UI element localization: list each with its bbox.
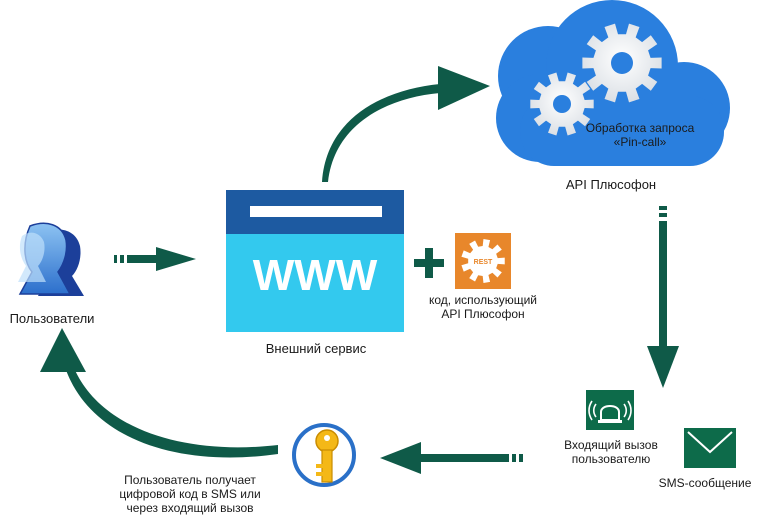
arrow-cloud-to-incoming [647, 206, 679, 388]
code-label: код, использующий API Плюсофон [408, 293, 558, 321]
cloud-gear-small-icon-hole [553, 95, 571, 113]
cloud-gear-small-icon [530, 72, 594, 136]
users-label: Пользователи [9, 311, 95, 326]
browser-icon: WWW [226, 190, 404, 332]
external-service-label: Внешний сервис [265, 341, 367, 356]
plus-icon [414, 248, 444, 278]
rest-gear-shape [461, 239, 505, 283]
www-text: WWW [253, 251, 378, 300]
incoming-call-label-line-2: пользователю [571, 452, 651, 466]
cloud-gear-large-icon [582, 23, 662, 103]
arrow-incoming-to-key [380, 442, 523, 474]
rest-text: REST [474, 259, 493, 266]
cloud-label-line-1: Обработка запроса [585, 121, 695, 135]
arrow-users-to-service [114, 247, 196, 271]
incoming-call-label: Входящий вызов пользователю [548, 438, 674, 466]
incoming-call-label-line-1: Входящий вызов [564, 438, 658, 452]
code-label-line-1: код, использующий [429, 293, 537, 307]
rest-gear-icon: REST [455, 233, 511, 289]
sms-envelope-icon [684, 428, 736, 468]
code-label-line-2: API Плюсофон [441, 307, 525, 321]
sms-label: SMS-сообщение [658, 476, 752, 490]
receive-code-label-line-3: через входящий вызов [126, 501, 254, 515]
incoming-call-icon [586, 390, 634, 430]
cloud-gear-large-icon-hole [611, 52, 633, 74]
receive-code-label-line-1: Пользователь получает [124, 473, 256, 487]
rest-gear-shape-hole [473, 251, 493, 271]
cloud-label-line-2: «Pin-call» [613, 135, 667, 149]
cloud-icon [496, 0, 730, 166]
receive-code-label-line-2: цифровой код в SMS или [119, 487, 261, 501]
key-icon [292, 423, 356, 487]
users-icon [18, 222, 84, 296]
receive-code-label: Пользователь получает цифровой код в SMS… [100, 473, 280, 515]
cloud-label: Обработка запроса «Pin-call» [580, 121, 700, 149]
api-label: API Плюсофон [565, 177, 657, 192]
arrow-service-to-cloud [322, 66, 490, 182]
arrow-key-to-users [40, 328, 278, 458]
